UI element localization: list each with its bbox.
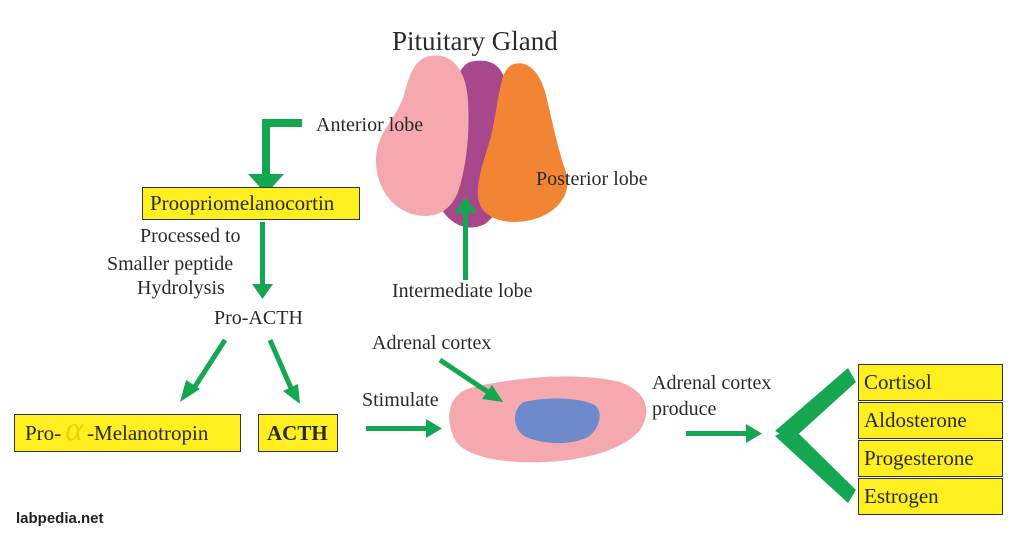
pomc-arrow-head <box>252 284 273 299</box>
adrenal-label-arrow-head <box>482 385 503 402</box>
processed-to-label: Processed to <box>140 225 241 247</box>
stimulate-arrow-shaft <box>366 426 428 431</box>
hormone-label: Progesterone <box>864 446 974 470</box>
pro-acth-to-acth-head <box>283 384 300 404</box>
anterior-arrow-head <box>248 174 284 194</box>
adrenal-label-arrow-shaft <box>438 357 490 395</box>
proopriomelanocortin-box: Proopriomelanocortin <box>142 187 360 220</box>
acth-text: ACTH <box>267 420 328 445</box>
stimulate-arrow-head <box>426 419 442 438</box>
pro-acth-to-melanotropin-shaft <box>191 338 228 390</box>
hormone-label: Cortisol <box>864 370 932 394</box>
intermediate-arrow-head <box>454 197 477 213</box>
hormone-label: Estrogen <box>864 484 939 508</box>
alpha-symbol: α <box>65 411 84 448</box>
intermediate-lobe-label: Intermediate lobe <box>392 280 533 302</box>
pro-acth-to-melanotropin-head <box>180 380 200 402</box>
posterior-lobe-label: Posterior lobe <box>536 168 648 190</box>
pituitary-gland <box>376 55 568 228</box>
stimulate-label: Stimulate <box>362 389 439 411</box>
pomc-arrow-shaft <box>260 222 265 286</box>
brand-watermark: labpedia.net <box>16 510 104 527</box>
produce-arrow-head <box>746 424 762 443</box>
adrenal-cortex-produce-label-line1: Adrenal cortex <box>652 372 772 394</box>
pro-acth-label: Pro-ACTH <box>214 307 303 329</box>
chevron-lower-arm <box>775 427 856 503</box>
diagram-title: Pituitary Gland <box>392 26 558 56</box>
posterior-lobe-shape <box>477 63 568 222</box>
pro-prefix-text: Pro- <box>25 420 62 445</box>
chevron-upper-arm <box>775 368 856 440</box>
horizontal-arrows <box>366 419 762 443</box>
intermediate-arrow-shaft <box>463 210 468 280</box>
hormone-chevron <box>775 368 856 503</box>
produce-arrow-shaft <box>686 431 748 436</box>
diagonal-arrows <box>180 338 503 404</box>
proopriomelanocortin-text: Proopriomelanocortin <box>150 191 335 215</box>
melanotropin-text: -Melanotropin <box>87 420 209 445</box>
acth-box: ACTH <box>258 414 338 452</box>
anterior-lobe-shape <box>376 55 469 216</box>
pro-alpha-melanotropin-box: Pro- α -Melanotropin <box>14 411 241 452</box>
hormone-box-cortisol: Cortisol <box>858 364 1003 401</box>
adrenal-gland <box>449 376 647 463</box>
adrenal-medulla-shape <box>515 398 600 444</box>
anterior-lobe-label: Anterior lobe <box>316 114 424 136</box>
smaller-peptide-label: Smaller peptide <box>107 253 234 275</box>
arrows <box>248 119 477 299</box>
hydrolysis-label: Hydrolysis <box>137 277 225 299</box>
hormone-box-progesterone: Progesterone <box>858 440 1003 477</box>
hormone-box-estrogen: Estrogen <box>858 478 1003 515</box>
anterior-arrow-bar-horizontal <box>262 119 302 127</box>
hormone-label: Aldosterone <box>864 408 967 432</box>
adrenal-cortex-label: Adrenal cortex <box>372 332 492 354</box>
anterior-arrow-bar-vertical <box>262 119 270 177</box>
hormone-box-aldosterone: Aldosterone <box>858 402 1003 439</box>
pro-acth-to-acth-shaft <box>267 338 294 390</box>
adrenal-cortex-produce-label-line2: produce <box>652 398 717 420</box>
